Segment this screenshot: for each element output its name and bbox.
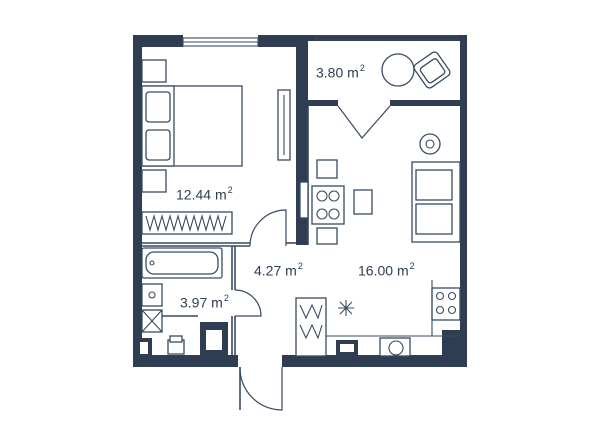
sink-icon — [141, 283, 163, 307]
interior-walls — [142, 106, 309, 355]
dining-table-icon — [311, 185, 345, 225]
shafts — [136, 322, 228, 358]
washing-machine-icon — [141, 309, 163, 333]
bed-icon — [141, 59, 243, 193]
room-label-bedroom: 12.44 m2 — [176, 185, 233, 203]
kitchen-counter — [326, 280, 460, 356]
fridge-icon — [295, 297, 327, 357]
room-label-living: 16.00 m2 — [358, 261, 415, 279]
sofa-icon — [411, 161, 461, 243]
armchair-icon — [413, 51, 451, 89]
room-label-bathroom: 3.97 m2 — [180, 293, 229, 311]
windows — [182, 35, 457, 47]
room-label-hallway: 4.27 m2 — [254, 261, 303, 279]
room-label-balcony: 3.80 m2 — [316, 63, 365, 81]
toilet-icon — [167, 335, 185, 355]
wardrobe-icon — [141, 89, 291, 235]
bathtub-icon — [141, 247, 223, 279]
chair-icon — [299, 159, 373, 245]
round-table-icon — [381, 53, 415, 87]
sink-kitchen-icon — [379, 337, 411, 357]
stove-icon — [431, 287, 461, 321]
plant-icon — [338, 300, 354, 316]
floor-lamp-icon — [419, 133, 441, 155]
doors — [234, 105, 391, 411]
